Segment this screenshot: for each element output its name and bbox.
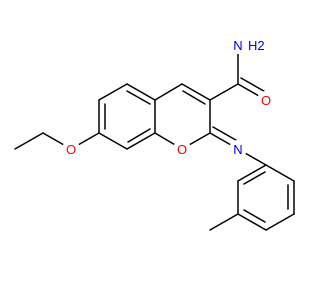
bond-inner-c4a-c8a: [127, 128, 151, 143]
imine-n-bg: [229, 140, 247, 158]
amide-o-bg: [257, 91, 275, 109]
amide-oxygen-label: O: [261, 93, 271, 108]
ether-oxygen-label: O: [66, 142, 76, 157]
ether-o-bg: [62, 140, 80, 158]
amide-n-bg: [229, 36, 247, 54]
amide-hydrogen-label: H2: [248, 38, 265, 53]
amide-nitrogen-label: N: [233, 38, 242, 53]
bond-ar3-methyl: [209, 213, 239, 231]
bond-inner-c8-c7: [126, 90, 151, 105]
bond-c4-c3: [181, 83, 211, 101]
bond-ar3-ar4: [237, 213, 267, 231]
bond-inner-ar3-ar4: [243, 209, 266, 223]
bond-c7-c6: [98, 83, 128, 101]
bond-c3-camide: [209, 83, 239, 101]
bond-c4a-c8a: [126, 132, 156, 150]
bond-c5-c4a: [98, 132, 128, 150]
molecule-structure: N H2 O O O N: [14, 36, 295, 231]
bond-ar1-ar2: [237, 164, 267, 182]
bond-ar4-ar5: [265, 213, 295, 231]
ring-oxygen-label: O: [177, 142, 187, 157]
bond-c8-c4: [154, 83, 183, 101]
bond-ar6-ar1: [265, 164, 295, 182]
bond-ch2-ch3: [14, 132, 44, 150]
ring-o-bg: [173, 140, 191, 158]
bond-inner-ar1-ar2: [243, 171, 266, 185]
imine-nitrogen-label: N: [233, 142, 242, 157]
bond-c8-c7: [126, 83, 156, 101]
bond-inner-c4-c3: [182, 90, 206, 105]
